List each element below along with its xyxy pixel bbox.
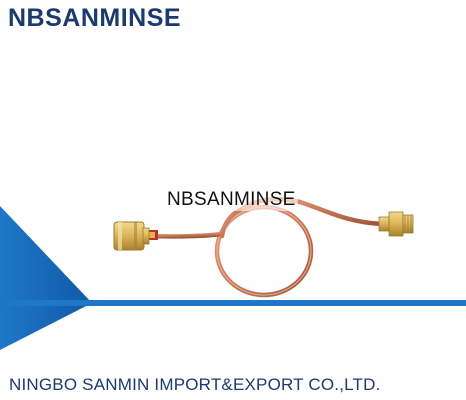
blue-triangle-accent [0, 206, 92, 350]
brand-watermark: NBSANMINSE [165, 189, 298, 211]
left-hex-nut-fitting [113, 221, 150, 251]
right-threaded-fitting [378, 211, 414, 237]
copper-coil [147, 196, 385, 298]
company-name: NINGBO SANMIN IMPORT&EXPORT CO.,LTD. [9, 375, 381, 394]
blue-divider-band [0, 300, 466, 306]
brand-logo: NBSANMINSE [8, 4, 182, 32]
